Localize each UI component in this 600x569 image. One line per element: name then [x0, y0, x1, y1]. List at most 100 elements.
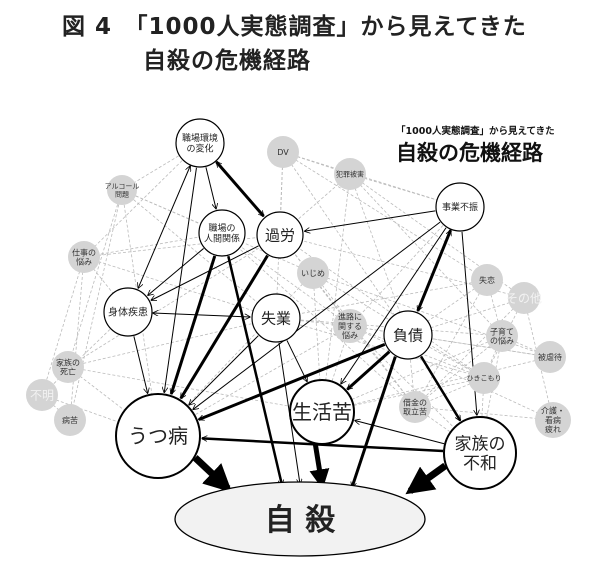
node-circle [26, 379, 58, 411]
weak-link [67, 234, 281, 368]
weak-link [221, 232, 351, 327]
node-label: 悩み [342, 330, 358, 340]
weak-link [67, 366, 159, 437]
weak-link [67, 317, 277, 368]
node-label: 被虐待 [538, 352, 562, 362]
node-circle [443, 416, 517, 490]
link-fusai-to-fuwa [419, 355, 462, 420]
link-karou-to-shintai [151, 245, 259, 300]
node-label: 家族の [455, 434, 506, 454]
node-label: DV [277, 148, 289, 157]
weak-link [275, 151, 284, 319]
node-circle [333, 309, 367, 343]
node-circle [535, 402, 571, 438]
node-circle [267, 136, 299, 168]
node-label: 負債 [393, 326, 423, 344]
node-circle [435, 182, 485, 232]
node-circle [289, 379, 355, 445]
node-label: 関する [338, 322, 362, 331]
weak-link [349, 173, 409, 336]
node-label: 不明 [30, 388, 54, 402]
link-jigyo-to-seikatsu [341, 227, 447, 384]
node-label: 病苦 [62, 415, 78, 425]
weak-link [121, 189, 277, 319]
node-label: ひきこもり [467, 375, 502, 383]
node-circle [534, 341, 566, 373]
node-shintai: 身体疾患 [103, 287, 153, 337]
weak-link [157, 325, 351, 437]
node-circle [399, 391, 431, 423]
node-karou: 過労 [256, 211, 304, 259]
node-label: 人間関係 [204, 233, 240, 244]
inset-title: 「1000人実態調査」から見えてきた 自殺の危機経路 [396, 123, 555, 167]
node-circle [251, 293, 301, 343]
node-circle [103, 287, 153, 337]
node-higyakutai: 被虐待 [534, 341, 566, 373]
node-shitsugyo: 失業 [251, 293, 301, 343]
inset-subtitle: 「1000人実態調査」から見えてきた [396, 126, 555, 137]
node-seikatsu: 生活苦 [289, 379, 355, 445]
node-jigyo: 事業不振 [435, 182, 485, 232]
link-fuwa-to-jisatsu [405, 462, 448, 495]
weak-link [282, 151, 488, 281]
figure-title-line1: 「1000人実態調査」から見えてきた [136, 14, 527, 40]
weak-link [275, 279, 488, 319]
figure-title: 図 4 「1000人実態調査」から見えてきた 自殺の危機経路 [62, 10, 527, 78]
node-label: いじめ [301, 269, 325, 278]
node-circle [54, 404, 86, 436]
weak-link [221, 232, 416, 408]
weak-link [69, 256, 85, 421]
node-circle [508, 282, 540, 314]
node-fumei: 不明 [26, 379, 58, 411]
node-label: 家族の [56, 357, 80, 367]
node-sonota: その他 [506, 282, 542, 314]
node-circle [471, 264, 503, 296]
node-circle [468, 362, 500, 394]
node-label: その他 [506, 291, 542, 305]
node-label: 不和 [463, 454, 497, 474]
node-label: 悩み [76, 256, 92, 266]
node-label: 取立苦 [403, 406, 427, 416]
node-circle [256, 211, 304, 259]
weak-link [69, 189, 123, 421]
link-shokuba_kankyo-to-shintai [138, 166, 190, 288]
link-shitsugyo-to-utsu [189, 335, 259, 405]
node-label: 職場の [208, 222, 235, 234]
node-label: 失業 [261, 309, 291, 327]
node-label: 介護・ [541, 406, 565, 416]
figure-label: 図 4 [62, 14, 113, 40]
inset-main-title: 自殺の危機経路 [396, 141, 543, 165]
node-label: 問題 [115, 191, 129, 199]
link-shokuba_kankyo-to-karou [215, 162, 265, 216]
node-label: 疲れ [545, 424, 561, 434]
node-circle [52, 351, 84, 383]
node-label: 身体疾患 [108, 306, 148, 319]
node-circle [383, 310, 433, 360]
node-label: 仕事の [72, 247, 96, 257]
link-jigyo-to-utsu [193, 221, 441, 409]
weak-link [312, 272, 416, 408]
link-fuwa-to-seikatsu [355, 421, 445, 445]
node-label: 自 殺 [265, 503, 336, 538]
weak-link [349, 325, 554, 421]
figure-title-line2: 自殺の危機経路 [143, 48, 311, 74]
weak-link [67, 189, 123, 368]
link-fusai-to-seikatsu [347, 350, 391, 391]
node-label: 職場環境 [182, 132, 218, 144]
node-shitsuren: 失恋 [471, 264, 503, 296]
weak-link [275, 317, 485, 379]
link-shitsugyo-to-seikatsu [286, 340, 307, 381]
link-jigyo-to-fusai [416, 230, 452, 311]
node-label: の変化 [186, 142, 213, 154]
weak-link [67, 366, 323, 413]
node-ijime: いじめ [297, 257, 329, 289]
link-shintai-to-utsu [133, 336, 148, 393]
node-jisatsu: 自 殺 [174, 481, 426, 557]
link-ningen-to-utsu [171, 255, 217, 394]
